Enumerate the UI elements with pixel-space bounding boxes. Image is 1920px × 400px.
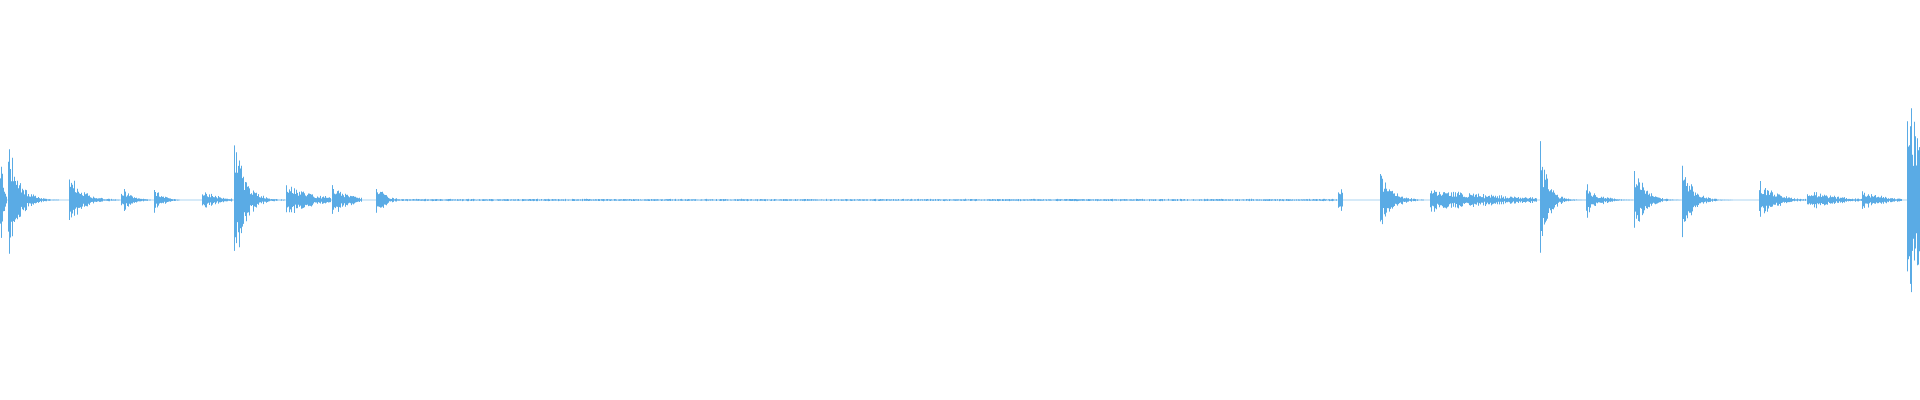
waveform-path [0,108,1920,293]
